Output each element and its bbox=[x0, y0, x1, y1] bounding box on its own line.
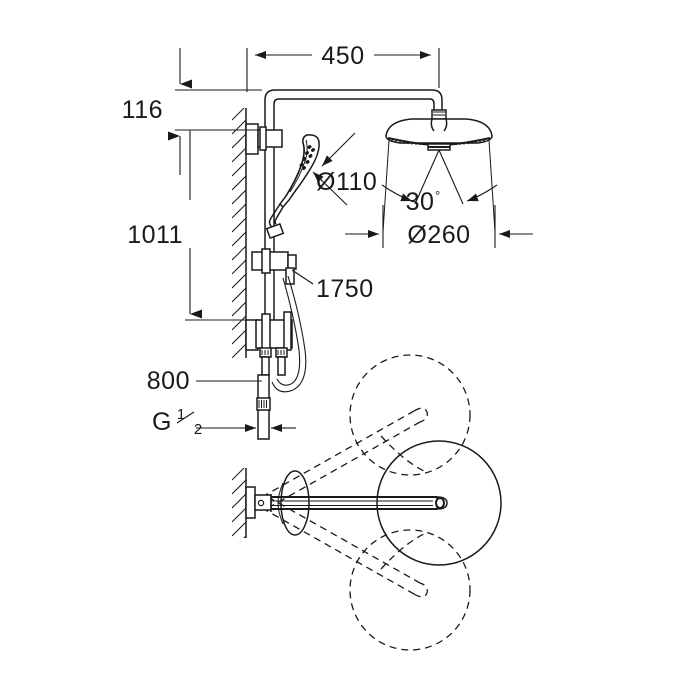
elevation-view bbox=[232, 89, 496, 440]
slider-collar bbox=[261, 248, 271, 274]
shower-hose bbox=[271, 275, 307, 393]
dim-label-angle: 30 bbox=[406, 188, 435, 216]
dim-spray-angle: 30 ° bbox=[381, 149, 498, 216]
inlet-knurl bbox=[261, 350, 285, 355]
bracket-wall-plate bbox=[245, 123, 259, 155]
dim-450: 450 bbox=[246, 42, 440, 92]
rain-shower-head bbox=[385, 109, 493, 151]
slider-bracket bbox=[251, 248, 297, 285]
dim-label-g12-prefix: G bbox=[152, 408, 172, 436]
slider-holder bbox=[287, 254, 297, 270]
head-circle-up bbox=[349, 354, 471, 476]
dim-label-450: 450 bbox=[321, 42, 364, 70]
inlet-pipe-right bbox=[277, 356, 286, 376]
inlet-pipe-left bbox=[261, 356, 270, 376]
angle-ray-right bbox=[438, 149, 464, 205]
inlet-connectors bbox=[259, 347, 288, 376]
valve-side-column bbox=[283, 311, 292, 351]
plan-wall-hatching bbox=[232, 468, 246, 538]
hose-outer bbox=[271, 275, 307, 393]
flange-centre-mark bbox=[257, 499, 265, 507]
ghost-circle-overlap-arcs bbox=[380, 435, 425, 570]
dim-label-1011: 1011 bbox=[127, 221, 183, 249]
plan-wall-flange bbox=[245, 486, 272, 519]
dim-1750: 1750 bbox=[291, 269, 374, 303]
arm-ghost-up bbox=[261, 407, 428, 509]
dim-label-800: 800 bbox=[147, 367, 190, 395]
arm-outlet-bore bbox=[435, 497, 445, 509]
bracket-collar bbox=[259, 126, 267, 151]
arm-ghost-down bbox=[261, 496, 428, 598]
dim-label-116: 116 bbox=[122, 96, 163, 124]
dim-label-d260: Ø260 bbox=[407, 221, 470, 249]
swivel-joint bbox=[277, 470, 310, 536]
dim-label-g12-numerator: 1 bbox=[177, 406, 185, 423]
shower-arm bbox=[264, 89, 443, 128]
wall-hatching bbox=[232, 108, 246, 358]
dim-d110: Ø110 bbox=[312, 132, 377, 206]
fraction-slash bbox=[176, 411, 195, 424]
swivel-collar bbox=[280, 470, 310, 536]
wall-bracket-upper bbox=[245, 123, 283, 155]
dim-label-angle-unit: ° bbox=[435, 188, 440, 203]
dim-d260: Ø260 bbox=[345, 205, 533, 249]
dim-1011: 1011 bbox=[127, 129, 258, 321]
supply-thread-knurl bbox=[258, 400, 267, 408]
supply-pipe bbox=[256, 374, 271, 440]
angle-arrow-left bbox=[381, 184, 413, 202]
shower-arm-center bbox=[270, 494, 448, 512]
head-canopy bbox=[385, 118, 493, 144]
flange-plate bbox=[245, 486, 256, 519]
dimension-annotations: 450 116 1011 800 G bbox=[122, 42, 533, 438]
head-circle-down bbox=[349, 529, 471, 651]
mixer-valve-body bbox=[245, 311, 293, 351]
dim-label-d110: Ø110 bbox=[316, 168, 377, 196]
hose-inner bbox=[276, 277, 301, 386]
handshower-handle bbox=[268, 203, 281, 230]
valve-riser-collar bbox=[261, 313, 271, 351]
leader-d110-lower bbox=[312, 171, 348, 206]
dim-800: 800 bbox=[147, 367, 262, 395]
angle-arrow-right bbox=[466, 184, 498, 202]
dim-label-1750: 1750 bbox=[316, 275, 374, 303]
leader-d110-upper bbox=[321, 132, 356, 167]
dim-label-g12-denominator: 2 bbox=[194, 421, 202, 438]
spray-cone-lines bbox=[382, 139, 496, 233]
handshower-spray-face bbox=[299, 145, 315, 170]
plan-view bbox=[232, 354, 502, 651]
handshower-grip-end bbox=[265, 222, 285, 240]
leader-1750 bbox=[291, 269, 314, 285]
angle-ray-left bbox=[414, 149, 440, 205]
dim-thread-g12: G 1 2 bbox=[152, 406, 296, 438]
head-circle-center bbox=[376, 440, 502, 566]
hand-shower bbox=[265, 134, 320, 240]
